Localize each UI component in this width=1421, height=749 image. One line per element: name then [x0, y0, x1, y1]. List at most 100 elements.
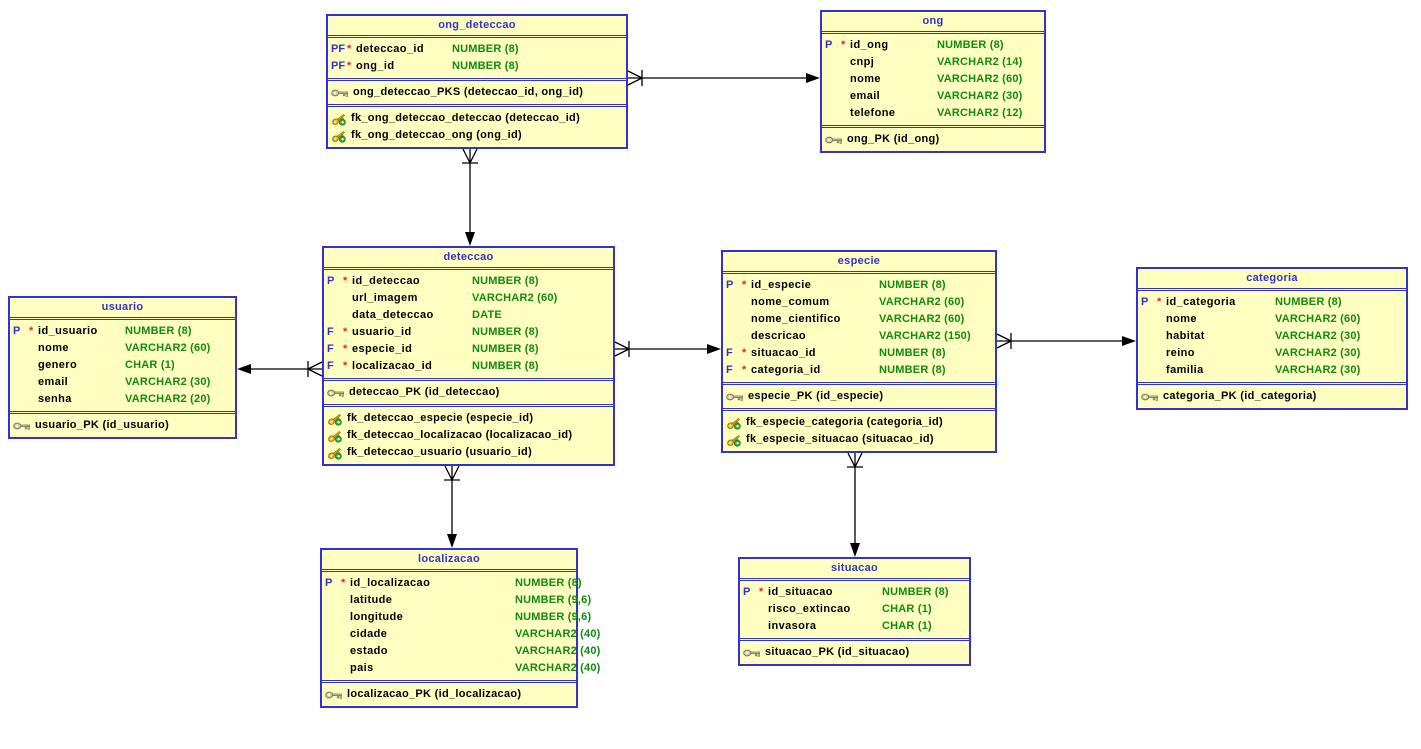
column-type: NUMBER (8): [472, 326, 539, 338]
key-marker: [327, 307, 343, 324]
key-marker: F: [726, 347, 733, 359]
mandatory-marker: *: [341, 577, 346, 589]
key-marker: [327, 290, 343, 307]
mandatory-marker: [841, 54, 850, 71]
fk-key-icon: [327, 412, 343, 426]
mandatory-marker: [742, 328, 751, 345]
relationship-especie-categoria[interactable]: [996, 333, 1136, 349]
mandatory-marker: [759, 601, 768, 618]
section-divider: [10, 411, 235, 414]
relationship-ong_deteccao-deteccao[interactable]: [462, 148, 478, 246]
mandatory-marker: [841, 88, 850, 105]
mandatory-marker: [841, 105, 850, 122]
mandatory-marker: *: [841, 39, 846, 51]
entity-title: usuario: [101, 301, 144, 313]
column-name: pais: [350, 662, 374, 674]
column-type: NUMBER (9,6): [515, 611, 592, 623]
key-marker: [325, 609, 341, 626]
section-divider: [322, 680, 576, 683]
key-marker: [726, 328, 742, 345]
pk-row: deteccao_PK (id_deteccao): [324, 384, 613, 401]
key-marker: [325, 660, 341, 677]
section-divider: [1138, 288, 1406, 291]
mandatory-marker: *: [343, 275, 348, 287]
column-type: NUMBER (8): [472, 275, 539, 287]
column-type: VARCHAR2 (40): [515, 628, 601, 640]
relationship-ong_deteccao-ong[interactable]: [627, 70, 820, 86]
key-label: ong_deteccao_PKS (deteccao_id, ong_id): [353, 86, 584, 98]
entity-title: localizacao: [418, 553, 480, 565]
section-divider: [723, 408, 995, 411]
mandatory-marker: *: [759, 586, 764, 598]
entity-title: deteccao: [443, 251, 494, 263]
section-divider: [328, 35, 626, 38]
relationship-line: [444, 465, 460, 535]
relationship-especie-situacao[interactable]: [847, 452, 863, 557]
column-name: email: [38, 376, 69, 388]
keys-section: ong_deteccao_PKS (deteccao_id, ong_id): [328, 81, 626, 104]
mandatory-marker: *: [347, 43, 352, 55]
fk-key-icon: [726, 433, 742, 447]
section-divider: [740, 578, 969, 581]
column-name: nome_cientifico: [751, 313, 841, 325]
column-type: NUMBER (8): [879, 279, 946, 291]
foreign-key-label: fk_especie_categoria (categoria_id): [746, 416, 943, 428]
section-divider: [723, 382, 995, 385]
key-marker: F: [327, 360, 334, 372]
column-name: localizacao_id: [352, 360, 433, 372]
relationship-deteccao-especie[interactable]: [614, 341, 721, 357]
relationship-deteccao-localizacao[interactable]: [444, 465, 460, 548]
mandatory-marker: [759, 618, 768, 635]
fk-row: fk_ong_deteccao_ong (ong_id): [328, 127, 626, 144]
pk-key-icon: [331, 88, 349, 98]
one-end-arrow-icon: [237, 364, 251, 374]
fk-row: fk_ong_deteccao_deteccao (deteccao_id): [328, 110, 626, 127]
key-marker: [325, 626, 341, 643]
column-name: id_localizacao: [350, 577, 431, 589]
one-end-arrow-icon: [806, 73, 820, 83]
fk-key-icon: [327, 429, 343, 443]
column-type: VARCHAR2 (30): [1275, 347, 1361, 359]
fk-key-icon: [327, 446, 343, 460]
mandatory-marker: [341, 660, 350, 677]
section-divider: [822, 31, 1044, 34]
key-marker: [825, 105, 841, 122]
mandatory-marker: [1157, 311, 1166, 328]
relationship-deteccao-usuario[interactable]: [237, 361, 323, 377]
one-end-arrow-icon: [707, 344, 721, 354]
key-marker: [825, 88, 841, 105]
key-marker: [1141, 328, 1157, 345]
column-type: VARCHAR2 (60): [937, 73, 1023, 85]
column-name: nome: [38, 342, 69, 354]
foreign-keys-section: fk_ong_deteccao_deteccao (deteccao_id)fk…: [328, 107, 626, 147]
key-marker: [13, 374, 29, 391]
foreign-key-label: fk_deteccao_localizacao (localizacao_id): [347, 429, 573, 441]
pk-key-icon: [327, 388, 345, 398]
keys-section: especie_PK (id_especie): [723, 385, 995, 408]
section-divider: [822, 125, 1044, 128]
key-marker: [825, 71, 841, 88]
one-end-arrow-icon: [1122, 336, 1136, 346]
column-name: risco_extincao: [768, 603, 851, 615]
column-name: familia: [1166, 364, 1204, 376]
